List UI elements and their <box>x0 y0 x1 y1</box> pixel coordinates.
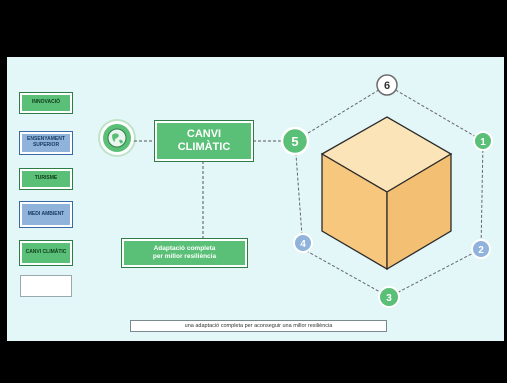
hex-node-4-label: 4 <box>300 239 306 250</box>
sidebar-item-label: TURISME <box>34 175 58 182</box>
sidebar-item-innovacio: INNOVACIÓ <box>19 92 73 114</box>
sidebar-item-label: INNOVACIÓ <box>32 99 60 106</box>
cube-icon <box>320 116 453 271</box>
sidebar-item-empty <box>20 275 72 297</box>
climate-change-title: CANVI CLIMÀTIC <box>154 120 254 162</box>
hex-node-1-label: 1 <box>480 137 486 148</box>
sidebar-item-medi-ambient: MEDI AMBIENT <box>19 201 73 228</box>
hex-node-5-label: 5 <box>291 134 298 149</box>
sidebar-item-label: CANVI CLIMÀTIC <box>25 249 67 256</box>
hex-node-1: 1 <box>473 131 493 151</box>
diagram-stage: INNOVACIÓ ENSENYAMENT SUPERIOR TURISME M… <box>7 57 504 341</box>
hex-node-3: 3 <box>378 286 400 308</box>
hex-node-2-label: 2 <box>478 245 484 256</box>
hex-node-3-label: 3 <box>386 293 392 304</box>
sidebar-item-label: ENSENYAMENT SUPERIOR <box>27 136 65 148</box>
hexagon-cube-graphic: 6 1 2 3 4 5 <box>134 74 493 308</box>
hex-node-4: 4 <box>293 233 313 253</box>
hex-node-6: 6 <box>376 74 398 96</box>
globe-icon <box>100 121 134 155</box>
sidebar-item-canvi-climatic: CANVI CLIMÀTIC <box>19 240 73 266</box>
hex-node-2: 2 <box>471 239 491 259</box>
hex-node-5: 5 <box>280 126 310 156</box>
sidebar-item-ensenyament-superior: ENSENYAMENT SUPERIOR <box>19 131 73 155</box>
hex-node-6-label: 6 <box>384 80 390 92</box>
caption-bar: una adaptació completa per aconseguir un… <box>130 320 387 332</box>
cube-right-face <box>386 152 452 271</box>
adaptation-box: Adaptació completa per millor resiliènci… <box>121 238 248 268</box>
sidebar-item-turisme: TURISME <box>19 168 73 190</box>
sidebar-item-label: MEDI AMBIENT <box>27 210 65 217</box>
